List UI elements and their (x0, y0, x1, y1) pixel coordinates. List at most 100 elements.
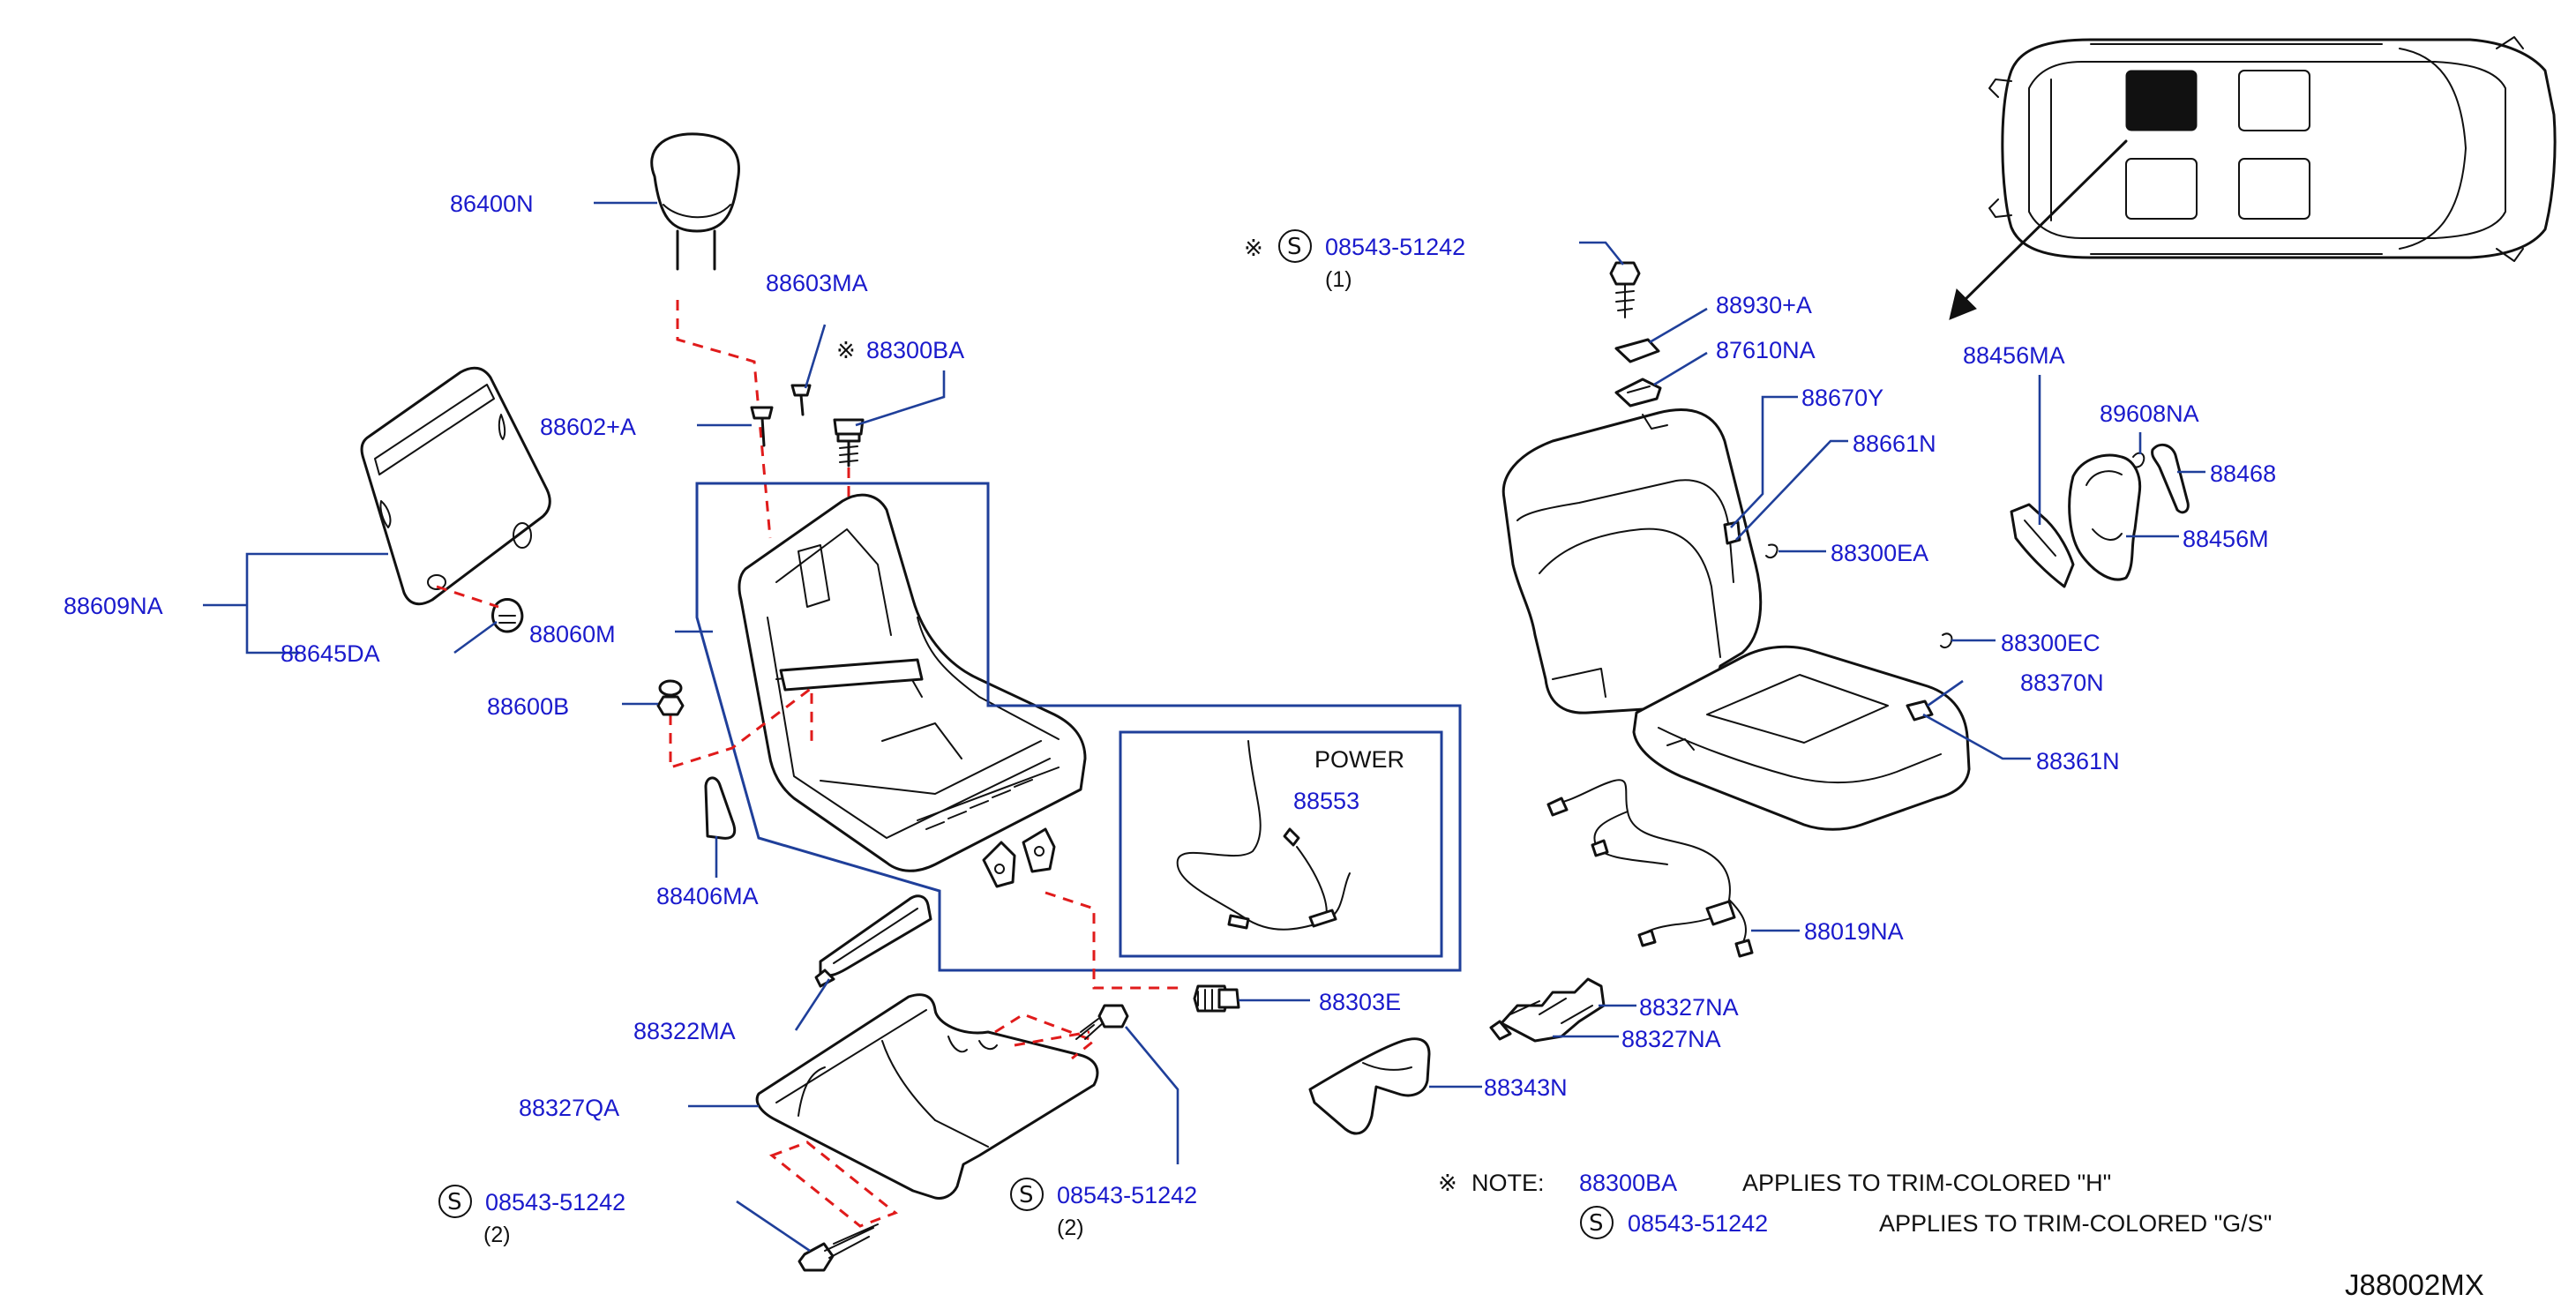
label-88930A[interactable]: 88930+A (1716, 292, 1812, 318)
screw-08543-left[interactable] (798, 1223, 879, 1272)
bolt-88602A[interactable] (750, 406, 774, 447)
leader-88370N (1927, 679, 1964, 707)
leader-88670Y (1730, 395, 1798, 528)
s-mark-left-text: S (447, 1189, 462, 1216)
clip-87610NA[interactable] (1614, 378, 1662, 408)
leader-88645DA (453, 620, 498, 654)
label-88406MA[interactable]: 88406MA (656, 883, 759, 909)
finisher-88456M[interactable] (2068, 453, 2142, 581)
label-88456MA[interactable]: 88456MA (1963, 342, 2065, 369)
note-label: NOTE: (1471, 1170, 1545, 1196)
note-mark: ※ (1438, 1171, 1457, 1197)
label-88327QA[interactable]: 88327QA (519, 1095, 619, 1121)
harness-88553[interactable] (1176, 740, 1351, 931)
label-88327NA-b[interactable]: 88327NA (1621, 1026, 1721, 1052)
link-headrest-frame (676, 300, 772, 539)
nut-88600B[interactable] (656, 679, 685, 716)
qty-08543-mid: (2) (1057, 1216, 1084, 1240)
lever-88468[interactable] (2151, 443, 2190, 514)
cover-88327QA[interactable] (755, 993, 1099, 1200)
label-86400N[interactable]: 86400N (450, 191, 534, 217)
leader-88930A (1649, 307, 1708, 344)
label-88456M[interactable]: 88456M (2183, 526, 2269, 552)
s-mark-mid (1010, 1178, 1044, 1211)
leader-08543-mid (1125, 1026, 1179, 1164)
leader-88361N (1922, 713, 2031, 760)
screw-88303E[interactable] (1193, 984, 1240, 1013)
note-line1-part[interactable]: 88300BA (1579, 1170, 1677, 1196)
back-panel-88609NA[interactable] (360, 366, 551, 606)
screw-08543-mid[interactable] (1075, 1004, 1129, 1040)
clip-88645DA[interactable] (491, 598, 524, 633)
note-line2-text: APPLIES TO TRIM-COLORED "G/S" (1879, 1210, 2272, 1237)
leader-88609NA (245, 552, 388, 654)
note-line1-text: APPLIES TO TRIM-COLORED "H" (1742, 1170, 2111, 1196)
harness-88019NA[interactable] (1546, 779, 1754, 958)
label-08543-mid[interactable]: 08543-51242 (1057, 1182, 1197, 1208)
power-box-label: POWER (1314, 746, 1404, 773)
label-88300BA[interactable]: 88300BA (866, 337, 964, 363)
label-88019NA[interactable]: 88019NA (1804, 918, 1904, 945)
cover-88327NA[interactable] (1489, 977, 1606, 1043)
seat-back-trim[interactable] (1501, 408, 1763, 714)
s-mark-top (1278, 229, 1312, 263)
leader-88300BA (855, 370, 946, 427)
label-88609NA[interactable]: 88609NA (64, 593, 163, 619)
label-88361N[interactable]: 88361N (2036, 748, 2120, 774)
leader-88322MA (794, 978, 831, 1031)
headrest-86400N[interactable] (650, 132, 740, 271)
leader-88603MA (804, 324, 827, 389)
leader-88661N (1735, 439, 1848, 541)
seat-frame-88060M[interactable] (738, 493, 1087, 888)
label-08543-top[interactable]: 08543-51242 (1325, 234, 1465, 260)
highlighted-seat-position (2125, 70, 2198, 131)
qty-08543-left: (2) (483, 1223, 511, 1247)
label-89608NA[interactable]: 89608NA (2100, 400, 2199, 427)
leader-08543-left (736, 1200, 811, 1253)
finisher-88456MA[interactable] (2010, 503, 2075, 588)
label-88602A[interactable]: 88602+A (540, 414, 636, 440)
label-88670Y[interactable]: 88670Y (1801, 385, 1883, 411)
link-frame-88303E (1045, 891, 1182, 990)
trim-88322MA[interactable] (814, 894, 932, 988)
label-88322MA[interactable]: 88322MA (633, 1018, 736, 1044)
label-88645DA[interactable]: 88645DA (281, 640, 380, 667)
bracket-88406MA[interactable] (704, 776, 737, 840)
diagram-code: J88002MX (2345, 1268, 2484, 1301)
screw-08543-top[interactable] (1609, 261, 1641, 318)
cover-88343N[interactable] (1308, 1037, 1431, 1135)
label-88327NA-a[interactable]: 88327NA (1639, 994, 1739, 1021)
label-08543-left[interactable]: 08543-51242 (485, 1189, 625, 1216)
label-88300EA[interactable]: 88300EA (1831, 540, 1928, 566)
label-88343N[interactable]: 88343N (1484, 1074, 1568, 1101)
label-88661N[interactable]: 88661N (1853, 430, 1936, 457)
label-87610NA[interactable]: 87610NA (1716, 337, 1816, 363)
label-88370N[interactable]: 88370N (2020, 669, 2104, 696)
note-mark-88300BA: ※ (836, 338, 856, 364)
note-s-mark-text: S (1589, 1210, 1604, 1237)
frame-outline-88060M (695, 482, 1462, 972)
note-mark-08543-top: ※ (1244, 236, 1263, 262)
seat-cushion[interactable] (1632, 645, 1971, 831)
qty-08543-top: (1) (1325, 267, 1352, 292)
clip-88300EA[interactable] (1765, 543, 1778, 559)
bolt-88603MA[interactable] (790, 384, 812, 416)
label-88300EC[interactable]: 88300EC (2001, 630, 2100, 656)
label-88600B[interactable]: 88600B (487, 693, 569, 720)
clip-88930A[interactable] (1614, 338, 1660, 363)
label-88303E[interactable]: 88303E (1319, 989, 1401, 1015)
label-88553[interactable]: 88553 (1293, 788, 1359, 814)
note-line2-part[interactable]: 08543-51242 (1628, 1210, 1768, 1237)
clip-88300EC[interactable] (1940, 632, 1953, 649)
vehicle-top-view (1988, 36, 2557, 262)
bolt-88300BA[interactable] (833, 418, 865, 468)
link-cover-screw-mid (994, 1013, 1097, 1060)
s-mark-top-text: S (1287, 234, 1302, 260)
label-88060M-near[interactable]: 88060M (529, 621, 616, 647)
leader-08543-top (1579, 241, 1625, 266)
link-panel-clip (436, 585, 499, 609)
label-88468[interactable]: 88468 (2210, 460, 2276, 487)
label-88603MA[interactable]: 88603MA (766, 270, 868, 296)
s-mark-mid-text: S (1019, 1182, 1034, 1208)
